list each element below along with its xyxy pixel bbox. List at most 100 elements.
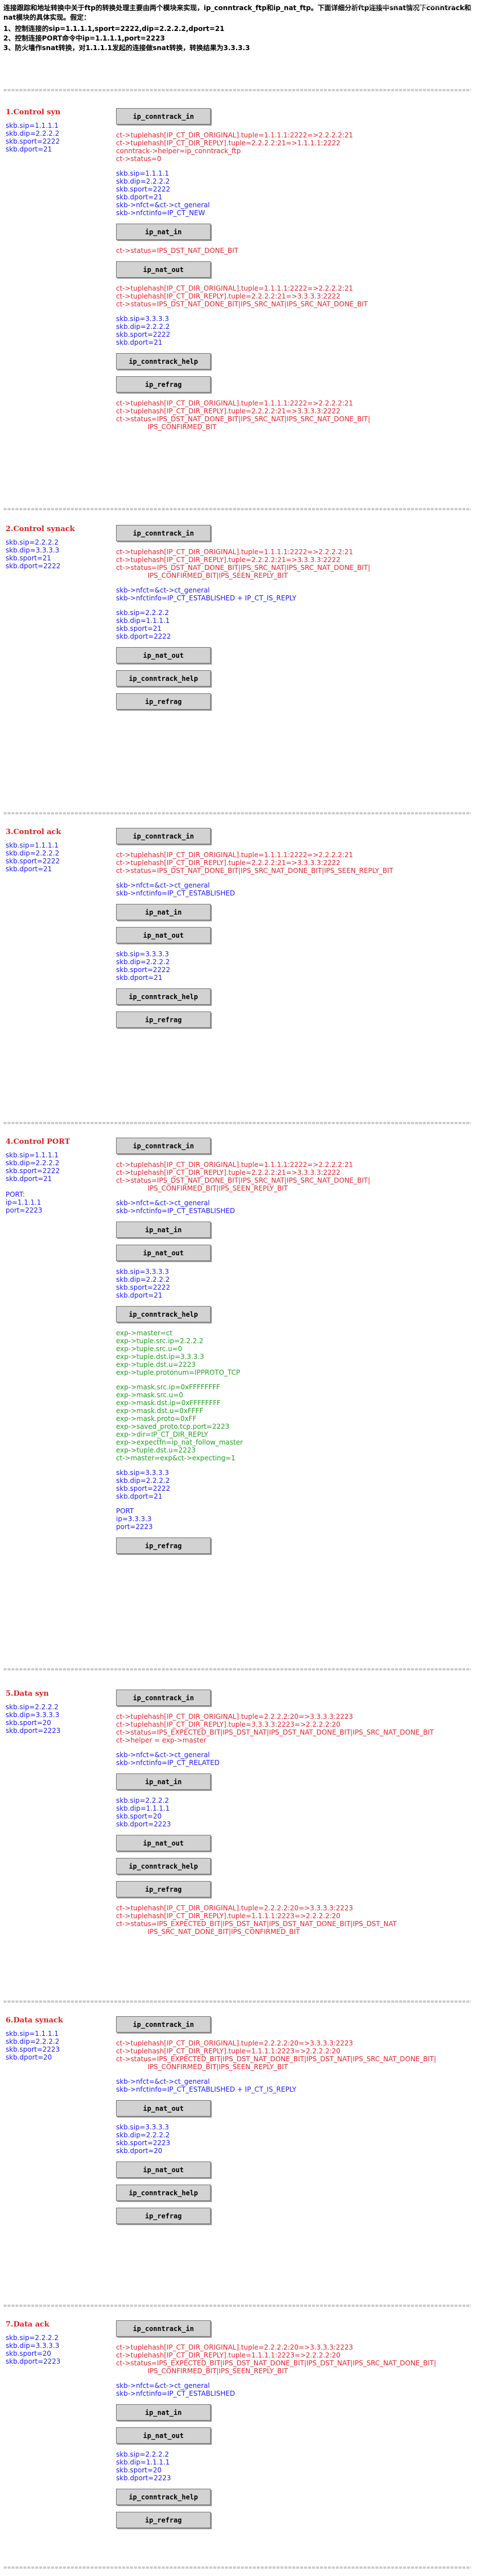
state-line: skb->nfct=&ct->ct_general: [116, 201, 210, 209]
state-line: IPS_CONFIRMED_BIT|IPS_SEEN_REPLY_BIT: [148, 2063, 288, 2071]
port-var: PORT:: [6, 1191, 25, 1198]
state-block: ct->tuplehash[IP_CT_DIR_ORIGINAL].tuple=…: [116, 548, 477, 580]
state-line: exp->tuple.protonum=IPPROTO_TCP: [116, 1369, 241, 1376]
state-line: ct->tuplehash[IP_CT_DIR_REPLY].tuple=1.1…: [116, 2351, 341, 2359]
hook-box-ip-nat-out: ip_nat_out: [116, 2427, 211, 2444]
hook-box-ip-refrag: ip_refrag: [116, 1011, 211, 1028]
state-line: IPS_CONFIRMED_BIT|IPS_SEEN_REPLY_BIT: [148, 572, 288, 580]
separator: ========================================…: [3, 1667, 471, 1673]
state-line: skb.sport=2222: [116, 331, 171, 338]
state-line: conntrack->helper=ip_conntrack_ftp: [116, 147, 241, 155]
state-line: ct->status=IPS_EXPECTED_BIT|IPS_DST_NAT_…: [116, 2359, 437, 2367]
packet-var: skb.sport=2222: [6, 1167, 60, 1175]
state-line: skb.sip=3.3.3.3: [116, 950, 169, 958]
state-line: skb.dport=2223: [116, 2474, 171, 2482]
hook-box-ip-conntrack-help: ip_conntrack_help: [116, 670, 211, 687]
state-line: ct->status=IPS_DST_NAT_DONE_BIT|IPS_SRC_…: [116, 300, 368, 308]
packet-var: skb.dport=21: [6, 145, 52, 153]
state-line: ct->helper = exp->master: [116, 1736, 207, 1744]
state-line: skb.sip=1.1.1.1: [116, 170, 169, 177]
state-line: skb.sport=2222: [116, 185, 171, 193]
state-line: ct->tuplehash[IP_CT_DIR_REPLY].tuple=2.2…: [116, 139, 341, 147]
state-line: ct->status=IPS_DST_NAT_DONE_BIT|IPS_SRC_…: [116, 564, 371, 572]
hook-box-ip-conntrack-in: ip_conntrack_in: [116, 525, 211, 541]
state-line: ct->status=0: [116, 155, 162, 163]
state-line: skb.dip=2.2.2.2: [116, 958, 170, 966]
packet-var: skb.dport=21: [6, 1175, 52, 1183]
state-line: ct->tuplehash[IP_CT_DIR_ORIGINAL].tuple=…: [116, 851, 353, 859]
state-line: exp->mask.proto=0xFF: [116, 1415, 197, 1423]
hook-box-ip-refrag: ip_refrag: [116, 1537, 211, 1554]
packet-var: skb.sport=21: [6, 554, 51, 562]
state-line: skb->nfctinfo=IP_CT_NEW: [116, 209, 205, 217]
state-line: skb.dip=1.1.1.1: [116, 617, 170, 625]
state-line: skb->nfctinfo=IP_CT_ESTABLISHED: [116, 2390, 235, 2397]
packet-var: skb.sip=1.1.1.1: [6, 1151, 59, 1159]
state-line: skb->nfct=&ct->ct_general: [116, 2078, 210, 2085]
hook-box-ip-conntrack-help: ip_conntrack_help: [116, 1858, 211, 1874]
state-line: ct->tuplehash[IP_CT_DIR_ORIGINAL].tuple=…: [116, 1904, 353, 1912]
hook-box-ip-conntrack-in: ip_conntrack_in: [116, 2320, 211, 2337]
state-line: exp->expectfn=ip_nat_follow_master: [116, 1438, 243, 1446]
section-title: 1.Control syn: [6, 108, 61, 117]
port-var: port=2223: [6, 1206, 43, 1214]
section-title: 7.Data ack: [6, 2320, 50, 2329]
packet-var: skb.sport=20: [6, 1719, 51, 1727]
state-line: ct->status=IPS_EXPECTED_BIT|IPS_DST_NAT_…: [116, 2055, 437, 2063]
state-line: exp->tuple.src.ip=2.2.2.2: [116, 1337, 204, 1345]
state-block: ct->tuplehash[IP_CT_DIR_ORIGINAL].tuple=…: [116, 1161, 477, 1192]
state-line: skb->nfctinfo=IP_CT_ESTABLISHED: [116, 889, 235, 897]
hook-box-ip-nat-in: ip_nat_in: [116, 1222, 211, 1238]
state-line: IPS_CONFIRMED_BIT|IPS_SEEN_REPLY_BIT: [148, 2367, 288, 2375]
state-block: ct->tuplehash[IP_CT_DIR_ORIGINAL].tuple=…: [116, 131, 477, 163]
separator: ========================================…: [3, 811, 471, 817]
hook-box-ip-conntrack-help: ip_conntrack_help: [116, 988, 211, 1005]
packet-var: skb.sip=1.1.1.1: [6, 841, 59, 849]
packet-var: skb.sport=20: [6, 2350, 51, 2357]
section-title: 6.Data synack: [6, 2016, 63, 2025]
state-line: skb.dip=1.1.1.1: [116, 1804, 170, 1812]
state-line: skb.dip=2.2.2.2: [116, 177, 170, 185]
state-line: exp->tuple.dst.u=2223: [116, 1361, 196, 1369]
state-line: skb.sip=3.3.3.3: [116, 2123, 169, 2131]
hook-box-ip-refrag: ip_refrag: [116, 2208, 211, 2224]
hook-box-ip-nat-out: ip_nat_out: [116, 927, 211, 943]
hook-box-ip-nat-in: ip_nat_in: [116, 224, 211, 240]
hook-box-ip-refrag: ip_refrag: [116, 1881, 211, 1897]
state-block: ct->status=IPS_DST_NAT_DONE_BIT: [116, 247, 477, 255]
packet-var: skb.sport=2222: [6, 137, 60, 145]
state-line: skb->nfctinfo=IP_CT_ESTABLISHED + IP_CT_…: [116, 594, 297, 602]
section-title: 3.Control ack: [6, 828, 61, 836]
packet-var: skb.dport=21: [6, 865, 52, 873]
packet-var: skb.dport=20: [6, 2053, 52, 2061]
state-line: ct->tuplehash[IP_CT_DIR_REPLY].tuple=1.1…: [116, 2047, 341, 2055]
state-line: exp->mask.dst.u=0xFFFF: [116, 1407, 203, 1415]
section-title: 5.Data syn: [6, 1690, 49, 1698]
hook-box-ip-conntrack-help: ip_conntrack_help: [116, 2185, 211, 2201]
packet-var: skb.sport=2222: [6, 857, 60, 865]
hook-box-ip-conntrack-in: ip_conntrack_in: [116, 108, 211, 124]
hook-column: ip_conntrack_in ct->tuplehash[IP_CT_DIR_O…: [116, 525, 477, 716]
state-line: ct->tuplehash[IP_CT_DIR_REPLY].tuple=2.2…: [116, 292, 341, 300]
state-line: skb.dport=2223: [116, 1820, 171, 1828]
state-line: IPS_CONFIRMED_BIT: [148, 423, 217, 431]
hook-box-ip-nat-out: ip_nat_out: [116, 1835, 211, 1851]
assumption-list: 1、控制连接的sip=1.1.1.1,sport=2222,dip=2.2.2.…: [3, 24, 482, 53]
state-line: ct->tuplehash[IP_CT_DIR_REPLY].tuple=2.2…: [116, 556, 341, 564]
state-line: skb.dport=21: [116, 193, 163, 201]
state-line: skb.dip=2.2.2.2: [116, 1276, 170, 1283]
